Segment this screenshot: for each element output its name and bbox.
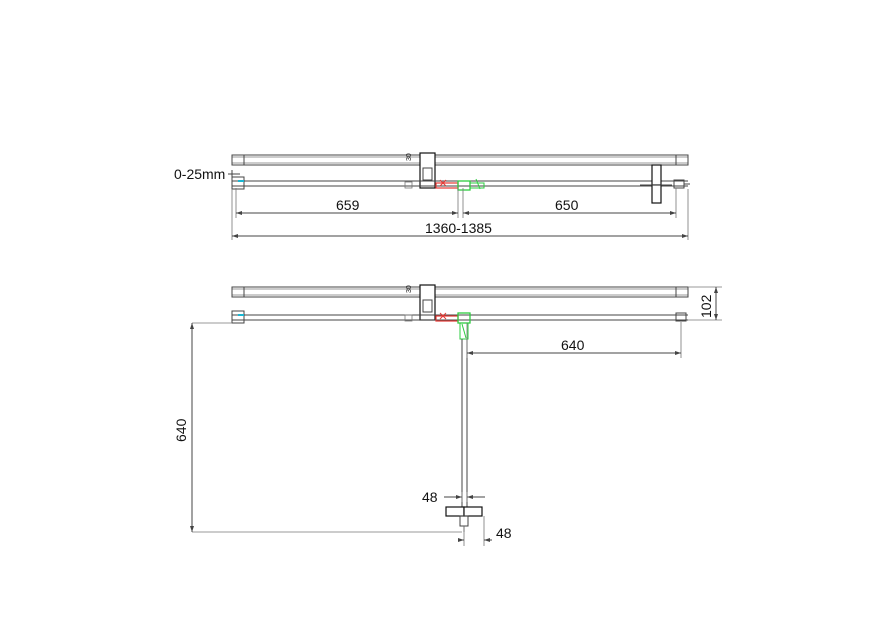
top-dim-left <box>235 188 459 218</box>
bottom-bracket-tag: 30 <box>406 285 413 293</box>
bottom-dim-end-offset <box>458 516 492 546</box>
bottom-dim-side-length-label: 640 <box>173 418 189 442</box>
top-handle <box>640 164 690 204</box>
top-dim-right-label: 650 <box>555 197 579 213</box>
bottom-dim-end-offset-label: 48 <box>496 525 512 541</box>
top-dim-total-label: 1360-1385 <box>425 220 492 236</box>
top-green-profile <box>457 178 485 191</box>
top-tolerance-label: 0-25mm <box>174 166 225 182</box>
bottom-dim-depth <box>688 286 722 321</box>
bottom-dim-door-width-label: 640 <box>561 337 585 353</box>
bottom-dim-side-length <box>190 322 462 533</box>
bottom-upper-rail <box>231 286 689 298</box>
top-upper-rail <box>231 154 689 166</box>
bottom-dim-handle-offset <box>444 492 485 502</box>
top-view: 30 <box>174 152 690 240</box>
top-glass-panel <box>231 176 688 190</box>
top-center-bracket <box>419 152 436 189</box>
bottom-view: 30 <box>173 284 722 546</box>
bottom-dim-depth-label: 102 <box>698 294 714 318</box>
top-bracket-tag: 30 <box>406 153 413 161</box>
bottom-center-bracket <box>419 284 436 321</box>
bottom-dim-door-width <box>466 322 682 358</box>
bottom-green-profile <box>457 312 471 340</box>
bottom-glass-panel <box>231 310 688 324</box>
bottom-side-panel <box>461 339 468 508</box>
top-dim-total <box>231 189 689 240</box>
top-dim-right <box>462 188 677 218</box>
top-dim-left-label: 659 <box>336 197 360 213</box>
bottom-dim-handle-offset-label: 48 <box>422 489 438 505</box>
